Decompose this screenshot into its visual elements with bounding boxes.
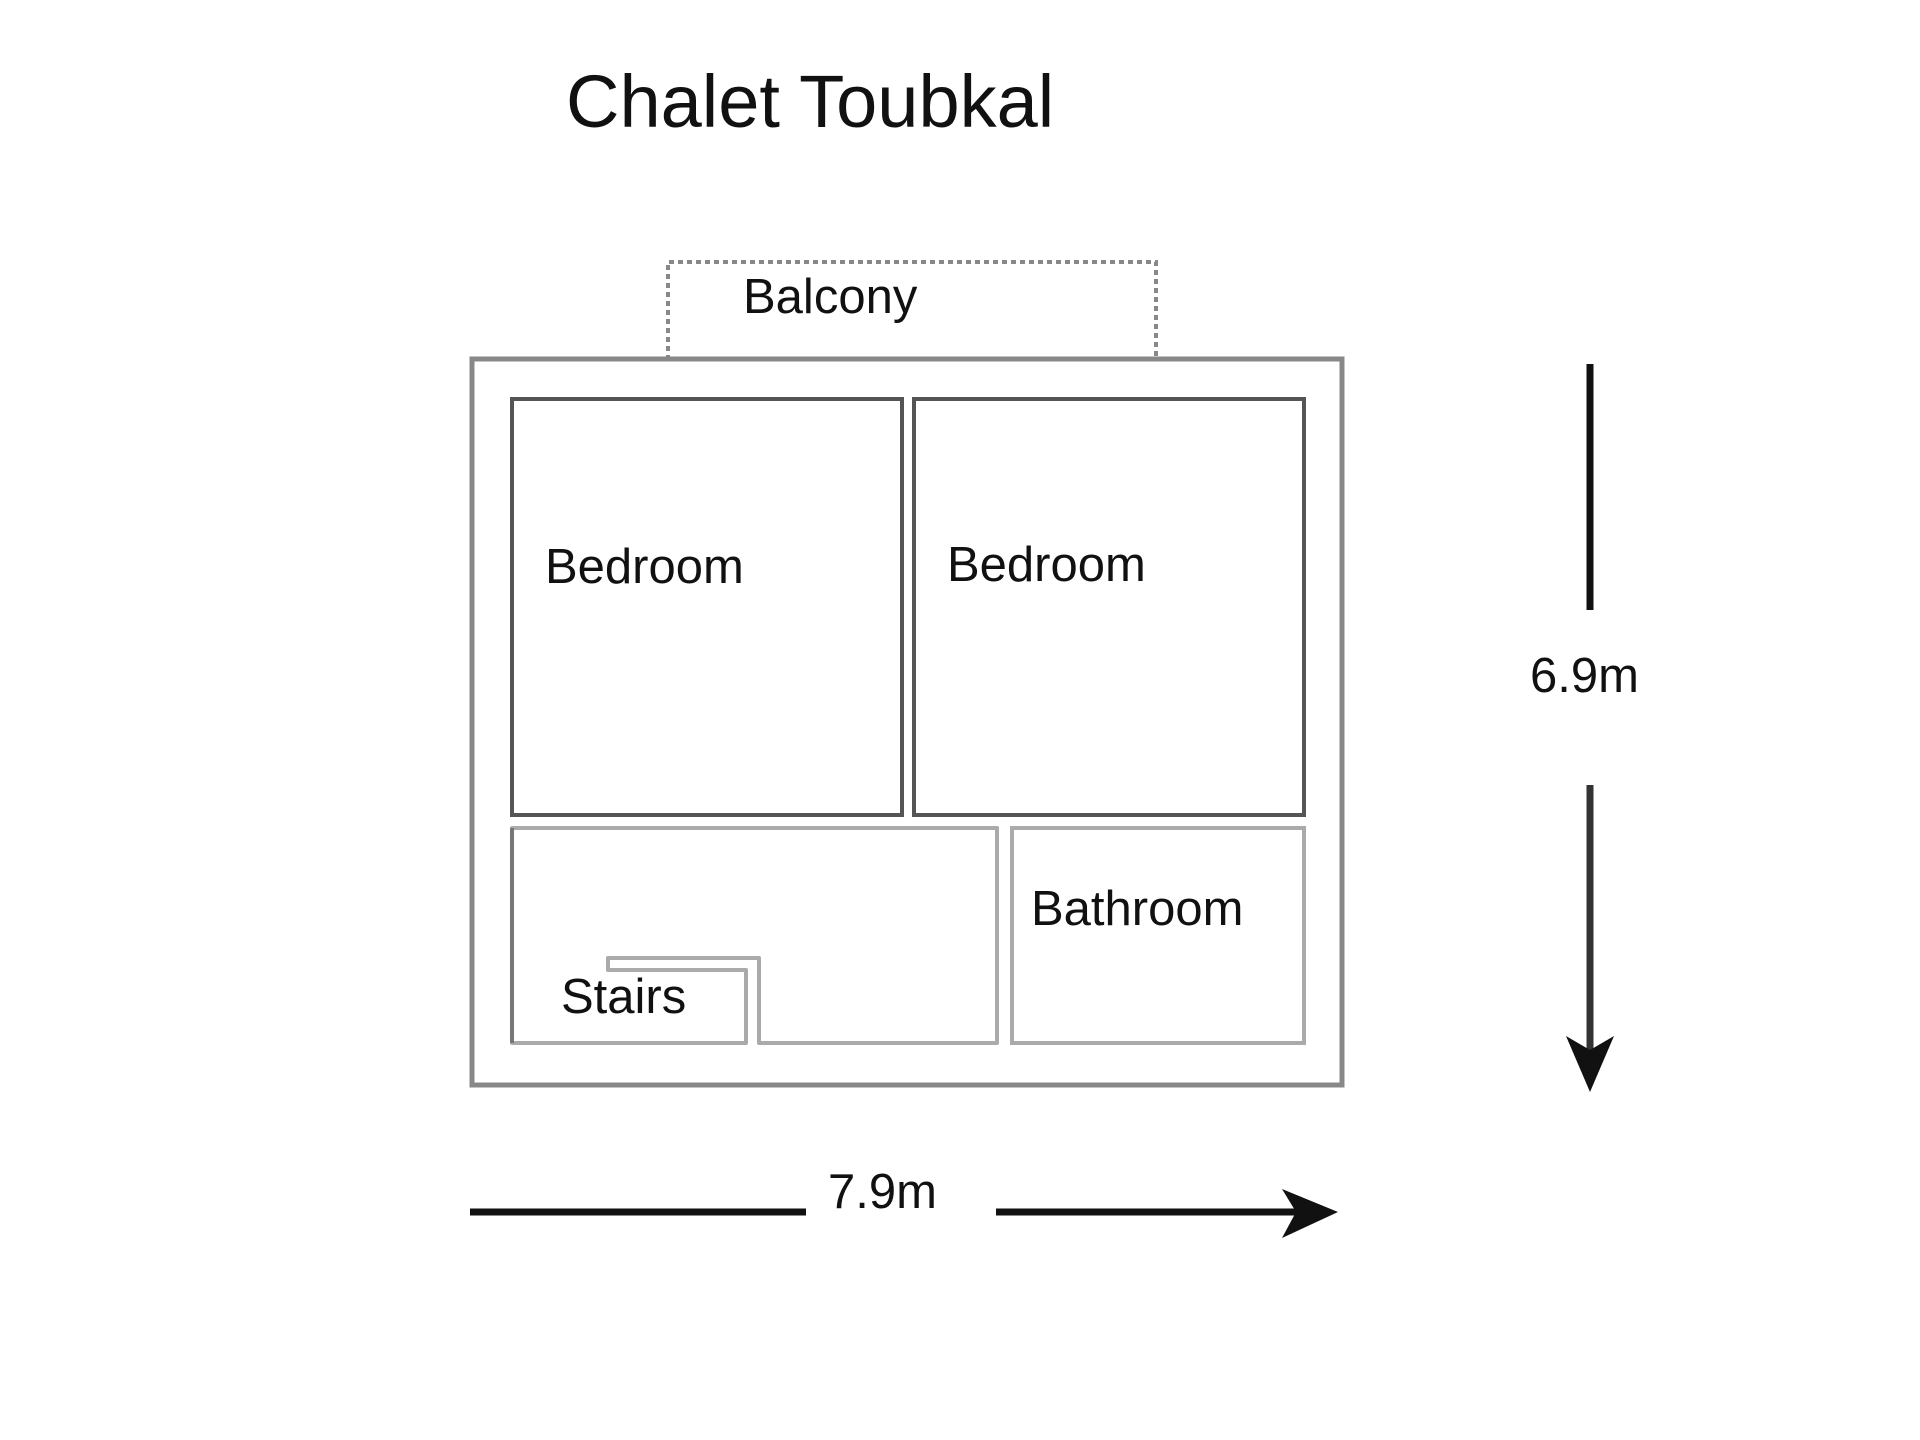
bedroom-right-label: Bedroom xyxy=(947,538,1146,592)
balcony-outline xyxy=(666,260,1158,360)
room-bedroom-right: Bedroom xyxy=(912,397,1306,817)
bathroom-walls xyxy=(1010,826,1306,1045)
stair-hall-walls xyxy=(510,826,999,1045)
balcony: Balcony xyxy=(666,260,1158,360)
width-dimension: 7.9m xyxy=(470,1165,1338,1238)
width-arrow-head-icon xyxy=(1282,1189,1338,1238)
room-bathroom: Bathroom xyxy=(1010,826,1306,1045)
height-dimension: 6.9m xyxy=(1530,364,1639,1092)
plan-title: Chalet Toubkal xyxy=(566,60,1054,143)
stairs-label: Stairs xyxy=(561,970,686,1024)
balcony-label: Balcony xyxy=(743,270,918,324)
bedroom-left-walls xyxy=(510,397,904,817)
room-bedroom-left: Bedroom xyxy=(510,397,904,817)
height-arrow-head-icon xyxy=(1566,1036,1614,1092)
bathroom-label: Bathroom xyxy=(1031,882,1243,936)
room-stair-hall: Stairs xyxy=(510,826,999,1045)
bedroom-right-walls xyxy=(912,397,1306,817)
bedroom-left-label: Bedroom xyxy=(545,540,744,594)
height-label: 6.9m xyxy=(1530,649,1639,703)
width-label: 7.9m xyxy=(828,1165,937,1219)
